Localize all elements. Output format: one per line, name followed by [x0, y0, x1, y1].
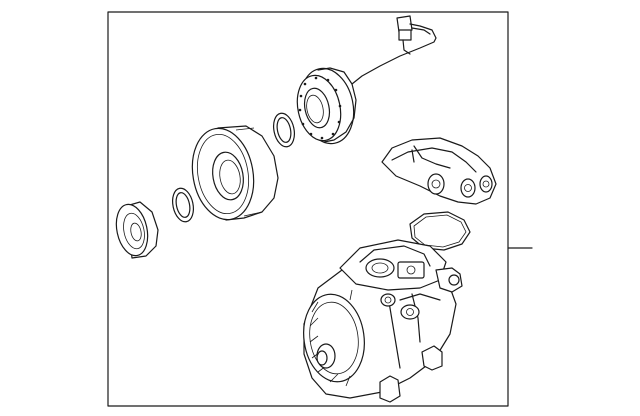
clutch-hub-plate[interactable] — [112, 201, 159, 259]
clutch-coil[interactable] — [292, 63, 361, 148]
pulley-snap-ring[interactable] — [170, 186, 197, 223]
compressor-body[interactable] — [298, 239, 463, 403]
clutch-pulley[interactable] — [185, 123, 279, 224]
clutch-connector-harness[interactable] — [351, 15, 437, 85]
diagram-frame — [107, 11, 509, 407]
gasket[interactable] — [409, 211, 471, 251]
coil-rivet-dots — [298, 76, 342, 140]
rear-mount-bracket[interactable] — [381, 137, 497, 205]
coil-snap-ring[interactable] — [271, 111, 298, 148]
